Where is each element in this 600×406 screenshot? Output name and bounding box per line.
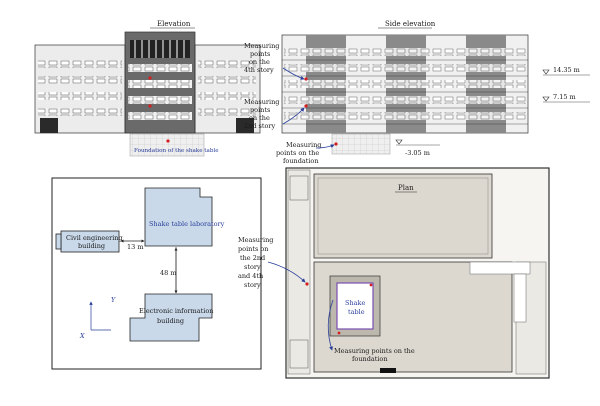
svg-text:building: building xyxy=(78,242,105,250)
axis-y-label: Y xyxy=(111,296,116,304)
svg-text:and 4th: and 4th xyxy=(238,272,263,280)
svg-text:on the: on the xyxy=(249,114,270,122)
level-bottom: -3.05 m xyxy=(395,139,440,157)
svg-text:the 2nd: the 2nd xyxy=(240,254,265,262)
label-foundation-side: Measuring points on the foundation xyxy=(276,141,321,165)
elevation-title: Elevation xyxy=(157,20,191,28)
axis-x-label: X xyxy=(79,332,85,340)
side-elevation-panel: Side elevation Measuring points on the 4… xyxy=(244,20,590,165)
svg-text:story: story xyxy=(244,281,261,289)
dist-electronic: 48 m xyxy=(160,269,177,277)
elevation-marker-foundation xyxy=(166,139,170,143)
svg-text:points: points xyxy=(250,50,270,58)
svg-text:Measuring: Measuring xyxy=(244,42,279,50)
svg-text:Measuring points on the: Measuring points on the xyxy=(334,347,415,355)
side-marker-foundation xyxy=(334,142,338,146)
label-plan-stories: Measuring points on the 2nd story and 4t… xyxy=(238,236,273,289)
elevation-panel: Elevation xyxy=(34,20,261,157)
electronic-building xyxy=(129,293,213,342)
level-top: 14.35 m xyxy=(542,66,590,76)
svg-text:points: points xyxy=(250,106,270,114)
side-marker-2nd xyxy=(304,104,308,108)
svg-text:7.15 m: 7.15 m xyxy=(553,93,576,101)
shake-table xyxy=(336,282,374,330)
elevation-marker-4th xyxy=(148,76,152,80)
elevation-marker-2nd xyxy=(148,104,152,108)
svg-text:4th story: 4th story xyxy=(244,66,274,74)
svg-text:Measuring: Measuring xyxy=(238,236,273,244)
lab-building xyxy=(144,187,213,247)
side-elevation-title: Side elevation xyxy=(385,20,436,28)
plan-marker-foundation-2 xyxy=(369,283,373,287)
svg-text:story: story xyxy=(244,263,261,271)
dist-civil: 13 m xyxy=(127,243,144,251)
electronic-label: Electronic information xyxy=(139,307,213,315)
plan-panel: Plan Shake table Measuring points on the… xyxy=(238,167,550,379)
svg-text:points on: points on xyxy=(238,245,268,253)
label-plan-foundation: Measuring points on the foundation xyxy=(334,347,415,363)
elevation-foundation xyxy=(129,133,205,157)
svg-text:building: building xyxy=(157,317,184,325)
foundation-label: Foundation of the shake table xyxy=(134,148,219,154)
svg-text:-3.05 m: -3.05 m xyxy=(405,149,430,157)
svg-text:14.35 m: 14.35 m xyxy=(553,66,580,74)
label-4th-story: Measuring points on the 4th story xyxy=(244,42,279,74)
lab-label: Shake table laboratory xyxy=(149,220,225,228)
label-2nd-story: Measuring points on the 2nd story xyxy=(244,98,279,130)
svg-text:Measuring: Measuring xyxy=(244,98,279,106)
svg-text:points on the: points on the xyxy=(276,149,319,157)
svg-text:2nd story: 2nd story xyxy=(244,122,276,130)
plan-marker-stories xyxy=(305,282,309,286)
plan-marker-foundation-1 xyxy=(337,331,341,335)
side-foundation xyxy=(331,133,391,155)
side-marker-4th xyxy=(304,77,308,81)
shake-table-label: Shake xyxy=(345,299,365,307)
plan-title: Plan xyxy=(398,184,414,192)
svg-text:on the: on the xyxy=(249,58,270,66)
svg-text:foundation: foundation xyxy=(352,355,388,363)
civil-label: Civil engineering xyxy=(66,234,123,242)
site-map-panel: Shake table laboratory Civil engineering… xyxy=(51,177,262,370)
svg-text:table: table xyxy=(348,308,365,316)
level-mid: 7.15 m xyxy=(542,93,590,103)
svg-text:Measuring: Measuring xyxy=(286,141,321,149)
svg-text:foundation: foundation xyxy=(283,157,319,165)
